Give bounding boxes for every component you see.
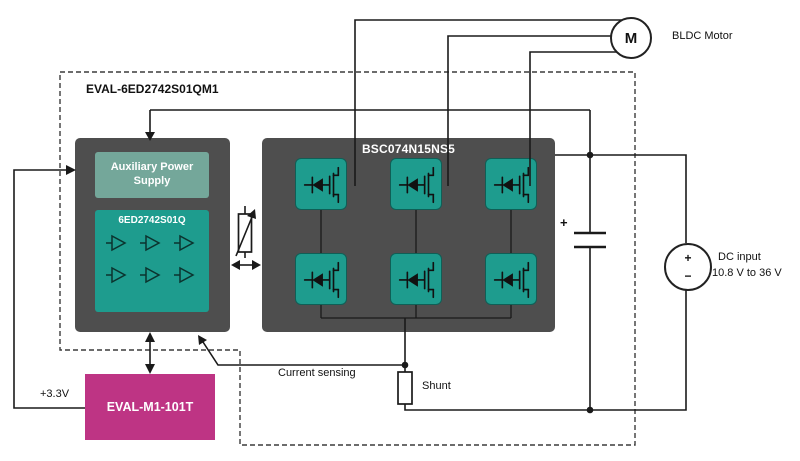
mosfet-part-label: BSC074N15NS5 (361, 142, 456, 156)
driver-channel-icons (106, 234, 195, 284)
mosfet-bridge-block: BSC074N15NS5 (262, 138, 555, 332)
current-sensing-label: Current sensing (278, 367, 356, 379)
bldc-motor-label: BLDC Motor (672, 30, 733, 42)
mosfet-cell (390, 253, 442, 305)
bldc-motor-circle: M (610, 17, 652, 59)
control-signal-arrow (145, 332, 155, 374)
driver-board-block: Auxiliary Power Supply 6ED2742S01Q (75, 138, 230, 332)
mosfet-cell (295, 253, 347, 305)
ntc-resistor-symbol (235, 206, 256, 258)
mosfet-icon (486, 254, 536, 304)
mosfet-cell (390, 158, 442, 210)
mosfet-icon (296, 159, 346, 209)
dc-source-circle: + − (664, 243, 712, 291)
shunt-symbol (397, 371, 413, 405)
capacitor-plus-label: + (560, 215, 568, 230)
gate-driver-chip-block: 6ED2742S01Q (95, 210, 209, 312)
mosfet-cell (485, 158, 537, 210)
gate-driver-chip-label: 6ED2742S01Q (118, 215, 186, 226)
mosfet-icon (296, 254, 346, 304)
current-sensing-wire (198, 335, 405, 366)
control-board-block: EVAL-M1-101T (85, 374, 215, 440)
aux-power-supply-block: Auxiliary Power Supply (95, 152, 209, 198)
mosfet-icon (486, 159, 536, 209)
mosfet-icon (391, 254, 441, 304)
gate-drive-arrow (231, 260, 261, 270)
dc-input-label: DC input (718, 251, 761, 263)
mosfet-cell (295, 158, 347, 210)
mosfet-cell (485, 253, 537, 305)
dc-source-plus: + (684, 250, 692, 265)
mosfet-icon (391, 159, 441, 209)
rail-3v3-label: +3.3V (40, 388, 70, 400)
capacitor-symbol (574, 231, 606, 249)
board-title-label: EVAL-6ED2742S01QM1 (86, 82, 219, 96)
dc-source-minus: − (684, 269, 692, 284)
dc-input-range-label: 10.8 V to 36 V (712, 267, 782, 279)
shunt-label: Shunt (422, 380, 451, 392)
